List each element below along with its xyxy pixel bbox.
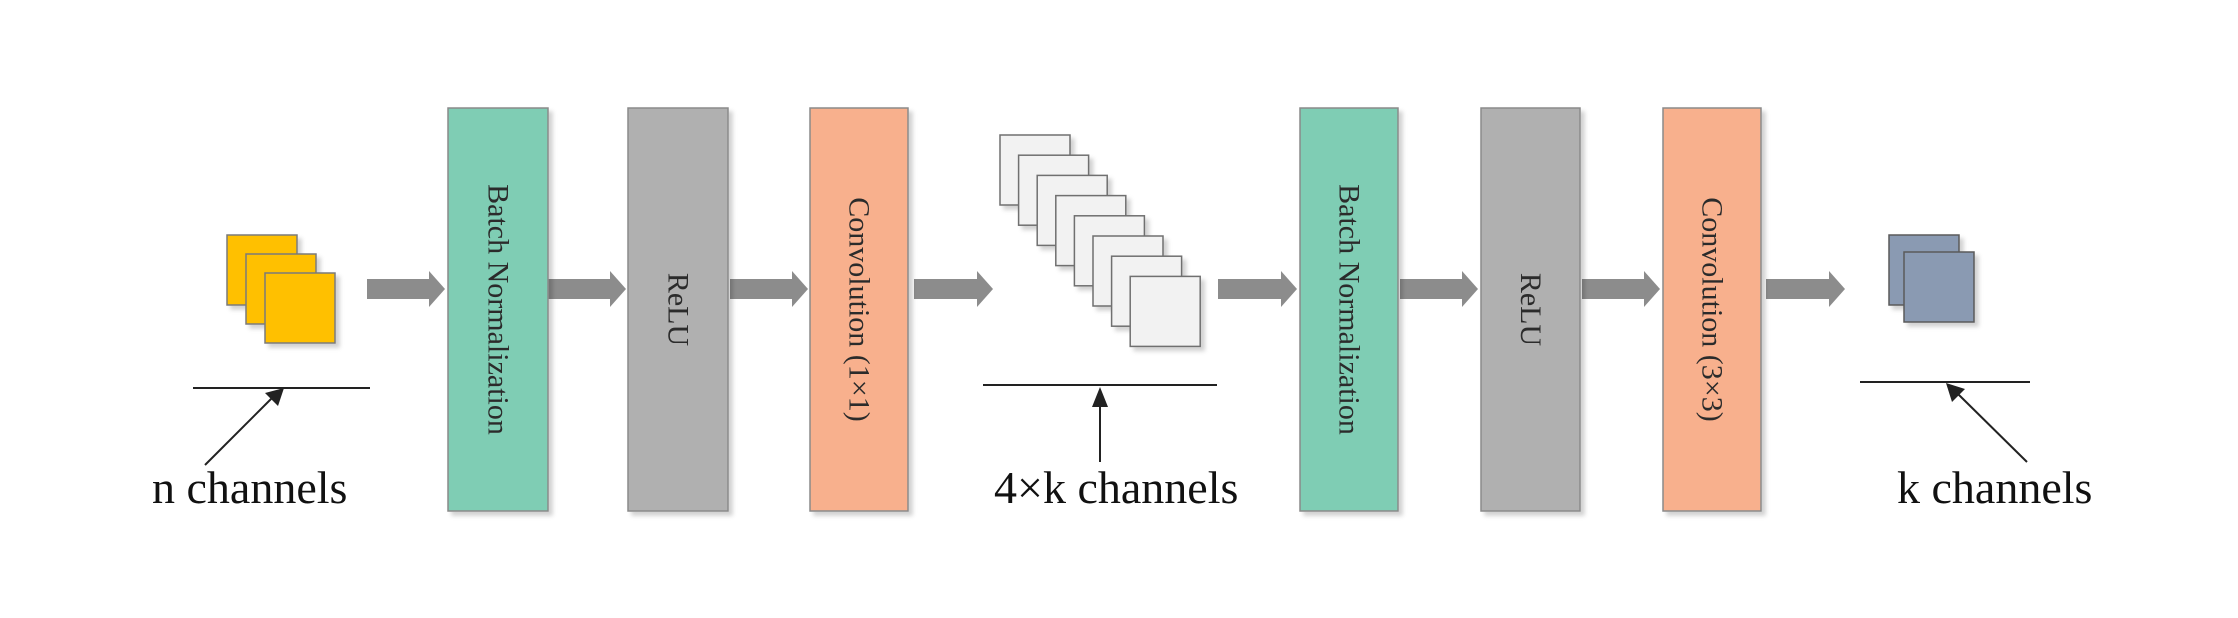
block-batch-norm-2: Batch Normalization bbox=[1299, 107, 1399, 512]
arrow-shaft bbox=[1218, 279, 1283, 299]
intermediate-channel-annotation: 4×k channels bbox=[983, 384, 1238, 513]
pointer-arrowhead bbox=[1092, 387, 1108, 407]
arrow-head bbox=[1644, 271, 1660, 307]
block-label: ReLU bbox=[1514, 273, 1547, 347]
block-relu-2: ReLU bbox=[1480, 107, 1581, 512]
flow-arrow bbox=[548, 271, 626, 307]
arrow-head bbox=[1462, 271, 1478, 307]
block-convolution-3x3: Convolution (3×3) bbox=[1662, 107, 1762, 512]
pointer-arrow-line bbox=[1957, 393, 2028, 463]
flow-arrow bbox=[914, 271, 993, 307]
intermediate-channel-label: 4×k channels bbox=[994, 462, 1238, 513]
flow-arrows bbox=[367, 271, 1845, 307]
arrow-shaft bbox=[1582, 279, 1646, 299]
block-label: ReLU bbox=[662, 273, 695, 347]
flow-arrow bbox=[367, 271, 445, 307]
block-batch-norm-1: Batch Normalization bbox=[447, 107, 549, 512]
arrow-head bbox=[792, 271, 808, 307]
output-feature-maps bbox=[1888, 234, 1975, 323]
flow-arrow bbox=[1400, 271, 1478, 307]
arrow-head bbox=[1829, 271, 1845, 307]
arrow-head bbox=[610, 271, 626, 307]
input-feature-maps bbox=[226, 234, 336, 344]
block-convolution-1x1: Convolution (1×1) bbox=[809, 107, 909, 512]
flow-arrow bbox=[730, 271, 808, 307]
arrow-shaft bbox=[730, 279, 794, 299]
feature-map bbox=[264, 272, 336, 344]
block-relu-1: ReLU bbox=[627, 107, 729, 512]
flow-arrow bbox=[1218, 271, 1297, 307]
arrow-shaft bbox=[1766, 279, 1831, 299]
block-label: Batch Normalization bbox=[1333, 184, 1366, 435]
flow-arrow bbox=[1766, 271, 1845, 307]
arrow-shaft bbox=[548, 279, 612, 299]
arrow-head bbox=[1281, 271, 1297, 307]
flow-arrow bbox=[1582, 271, 1660, 307]
output-channel-label: k channels bbox=[1897, 462, 2092, 513]
output-channel-annotation: k channels bbox=[1860, 381, 2092, 513]
pointer-arrowhead bbox=[1946, 383, 1965, 402]
feature-map bbox=[1903, 251, 1975, 323]
arrow-shaft bbox=[1400, 279, 1464, 299]
arrow-shaft bbox=[367, 279, 431, 299]
block-label: Convolution (3×3) bbox=[1696, 197, 1729, 421]
pointer-arrowhead bbox=[265, 388, 284, 406]
input-channel-annotation: n channels bbox=[152, 387, 370, 513]
feature-map bbox=[1129, 275, 1201, 348]
input-channel-label: n channels bbox=[152, 462, 347, 513]
arrow-shaft bbox=[914, 279, 979, 299]
pointer-arrow-line bbox=[204, 396, 274, 466]
block-label: Batch Normalization bbox=[482, 184, 515, 435]
arrow-head bbox=[977, 271, 993, 307]
intermediate-feature-maps bbox=[999, 134, 1201, 348]
arrow-head bbox=[429, 271, 445, 307]
block-label: Convolution (1×1) bbox=[843, 197, 876, 421]
